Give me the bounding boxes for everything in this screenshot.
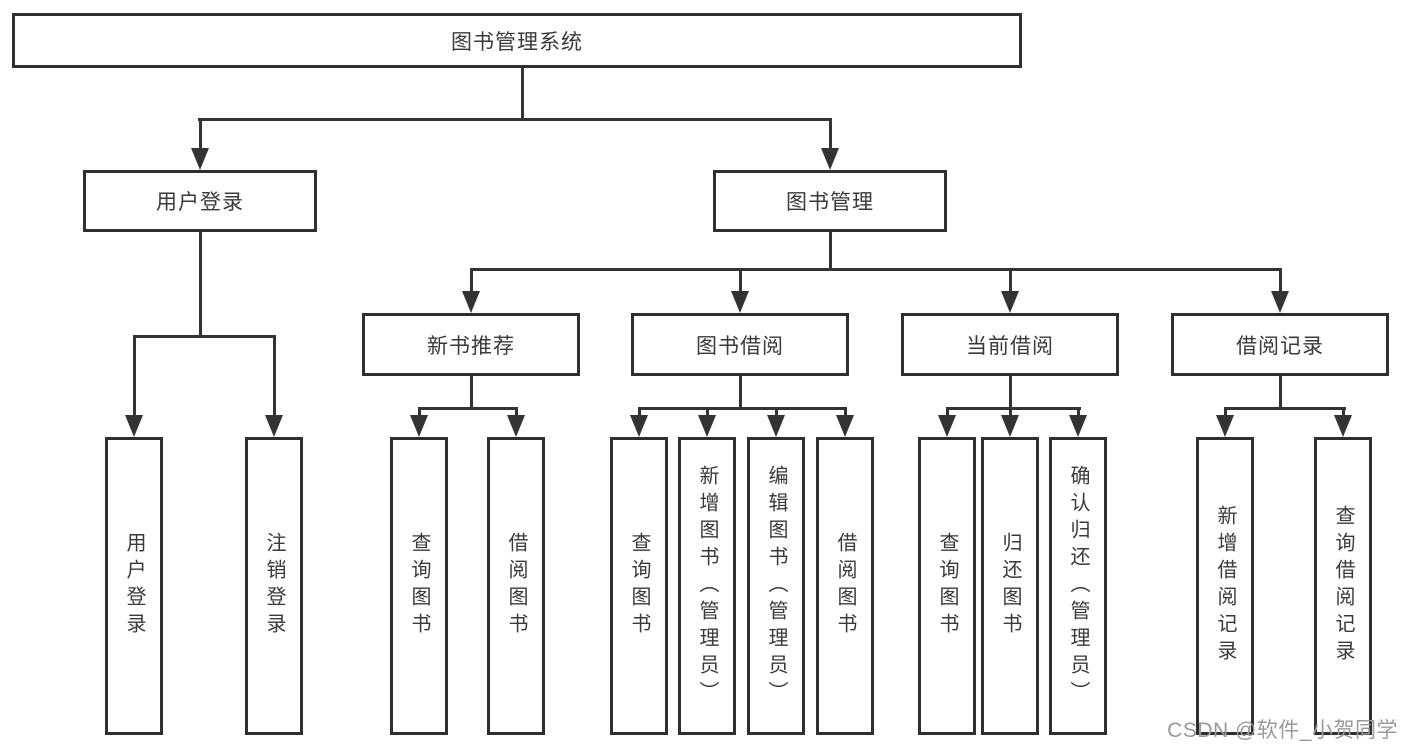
node-leaf-confirm-return-admin: 确认归还（管理员）	[1049, 437, 1107, 735]
arrow-down-icon	[630, 415, 648, 437]
csdn-watermark: CSDN @软件_小贺同学	[1167, 719, 1398, 742]
arrow-down-icon	[191, 148, 209, 170]
connector-borrowing-stub	[739, 376, 742, 409]
node-leaf-current-query-book: 查询图书	[918, 437, 976, 735]
arrow-down-icon	[1001, 291, 1019, 313]
node-current-borrowing-label: 当前借阅	[966, 334, 1054, 358]
node-book-borrowing-label: 图书借阅	[696, 334, 784, 358]
connector-records-stub	[1279, 376, 1282, 409]
connector-drop-leaf-user-login	[133, 335, 136, 417]
node-book-borrowing: 图书借阅	[631, 313, 849, 376]
connector-drop-borrowing-records	[1279, 268, 1282, 294]
node-new-book-recommendation: 新书推荐	[362, 313, 580, 376]
node-library-system: 图书管理系统	[12, 13, 1022, 68]
connector-root-split	[198, 118, 832, 121]
connector-drop	[418, 407, 421, 417]
node-leaf-return-book: 归还图书	[981, 437, 1039, 735]
connector-drop	[638, 407, 641, 417]
connector-recommend-stub	[470, 376, 473, 409]
arrow-down-icon	[1001, 415, 1019, 437]
node-leaf-confirm-return-admin-label: 确认归还（管理员）	[1067, 464, 1089, 708]
connector-drop-book-management	[829, 118, 832, 150]
arrow-down-icon	[1216, 415, 1234, 437]
arrow-down-icon	[731, 291, 749, 313]
node-leaf-logout-label: 注销登录	[263, 532, 285, 640]
node-leaf-edit-book-admin-label: 编辑图书（管理员）	[765, 464, 787, 708]
connector-drop-current-borrowing	[1009, 268, 1012, 294]
connector-drop-leaf-logout	[273, 335, 276, 417]
node-leaf-recommend-borrow-book-label: 借阅图书	[505, 532, 527, 640]
connector-drop	[515, 407, 518, 417]
node-leaf-recommend-borrow-book: 借阅图书	[487, 437, 545, 735]
node-leaf-recommend-query-book: 查询图书	[390, 437, 448, 735]
node-leaf-return-book-label: 归还图书	[999, 532, 1021, 640]
node-leaf-user-login-label: 用户登录	[123, 532, 145, 640]
connector-drop-book-borrowing	[739, 268, 742, 294]
node-leaf-current-query-book-label: 查询图书	[936, 532, 958, 640]
connector-borrowing-split	[638, 407, 847, 410]
connector-book-management-stub	[829, 232, 832, 270]
arrow-down-icon	[507, 415, 525, 437]
node-leaf-borrow-book-label: 借阅图书	[834, 532, 856, 640]
arrow-down-icon	[462, 291, 480, 313]
node-leaf-query-borrow-record-label: 查询借阅记录	[1332, 505, 1354, 667]
node-borrowing-records-label: 借阅记录	[1236, 334, 1324, 358]
connector-book-management-split	[470, 268, 1282, 271]
node-current-borrowing: 当前借阅	[901, 313, 1119, 376]
connector-records-split	[1224, 407, 1346, 410]
node-leaf-edit-book-admin: 编辑图书（管理员）	[747, 437, 805, 735]
node-leaf-add-book-admin: 新增图书（管理员）	[678, 437, 736, 735]
arrow-down-icon	[698, 415, 716, 437]
node-leaf-borrow-query-book-label: 查询图书	[628, 532, 650, 640]
connector-drop	[1342, 407, 1345, 417]
arrow-down-icon	[938, 415, 956, 437]
arrow-down-icon	[767, 415, 785, 437]
connector-current-stub	[1009, 376, 1012, 409]
node-leaf-borrow-query-book: 查询图书	[610, 437, 668, 735]
connector-drop	[706, 407, 709, 417]
connector-drop	[844, 407, 847, 417]
arrow-down-icon	[836, 415, 854, 437]
node-leaf-add-borrow-record: 新增借阅记录	[1196, 437, 1254, 735]
connector-drop-new-book-recommendation	[470, 268, 473, 294]
connector-root-stub	[521, 67, 524, 121]
connector-current-split	[946, 407, 1081, 410]
node-leaf-user-login: 用户登录	[105, 437, 163, 735]
arrow-down-icon	[265, 415, 283, 437]
arrow-down-icon	[1271, 291, 1289, 313]
arrow-down-icon	[1069, 415, 1087, 437]
connector-drop	[1077, 407, 1080, 417]
node-book-management-label: 图书管理	[786, 191, 874, 214]
node-leaf-recommend-query-book-label: 查询图书	[408, 532, 430, 640]
arrow-down-icon	[821, 148, 839, 170]
connector-drop-user-login	[199, 118, 202, 150]
arrow-down-icon	[125, 415, 143, 437]
connector-drop	[1009, 407, 1012, 417]
node-leaf-add-book-admin-label: 新增图书（管理员）	[696, 464, 718, 708]
node-book-management: 图书管理	[713, 170, 947, 232]
connector-recommend-split	[418, 407, 518, 410]
node-leaf-borrow-book: 借阅图书	[816, 437, 874, 735]
connector-drop	[1224, 407, 1227, 417]
node-leaf-query-borrow-record: 查询借阅记录	[1314, 437, 1372, 735]
connector-user-login-split	[133, 335, 276, 338]
connector-drop	[775, 407, 778, 417]
node-library-system-label: 图书管理系统	[451, 30, 583, 54]
connector-drop	[946, 407, 949, 417]
arrow-down-icon	[1334, 415, 1352, 437]
node-borrowing-records: 借阅记录	[1171, 313, 1389, 376]
node-leaf-logout: 注销登录	[245, 437, 303, 735]
arrow-down-icon	[410, 415, 428, 437]
node-user-login-label: 用户登录	[156, 191, 244, 214]
node-leaf-add-borrow-record-label: 新增借阅记录	[1214, 505, 1236, 667]
node-user-login: 用户登录	[83, 170, 317, 232]
node-new-book-recommendation-label: 新书推荐	[427, 334, 515, 358]
connector-user-login-stub	[199, 232, 202, 337]
